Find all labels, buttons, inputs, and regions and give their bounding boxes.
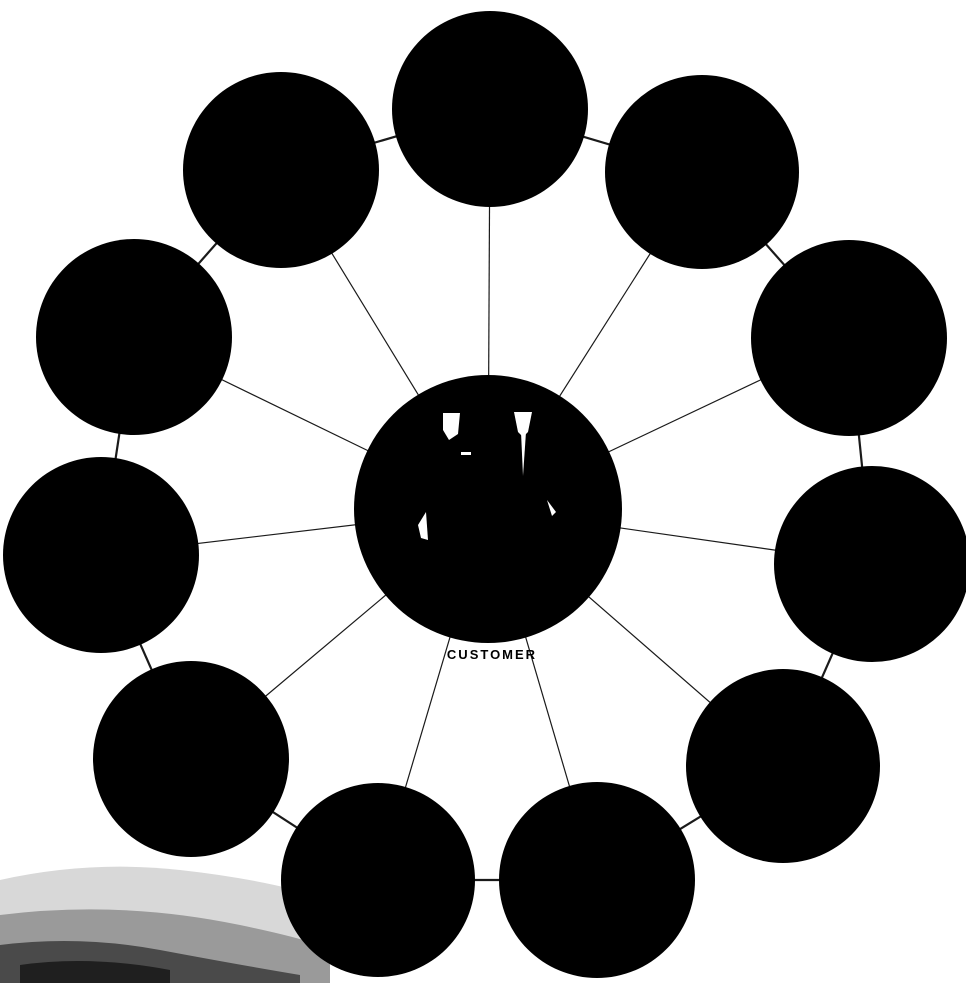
- outer-node-2: [605, 75, 799, 269]
- outer-node-11: [183, 72, 379, 268]
- hub-circle: [354, 375, 622, 643]
- outer-node-7: [281, 783, 475, 977]
- customer-label: CUSTOMER: [447, 647, 537, 662]
- outer-node-8: [93, 661, 289, 857]
- outer-node-3: [751, 240, 947, 436]
- outer-node-5: [686, 669, 880, 863]
- outer-node-4: [774, 466, 966, 662]
- customer-hub: [354, 375, 622, 643]
- outer-node-9: [3, 457, 199, 653]
- outer-node-10: [36, 239, 232, 435]
- outer-node-6: [499, 782, 695, 978]
- outer-node-1: [392, 11, 588, 207]
